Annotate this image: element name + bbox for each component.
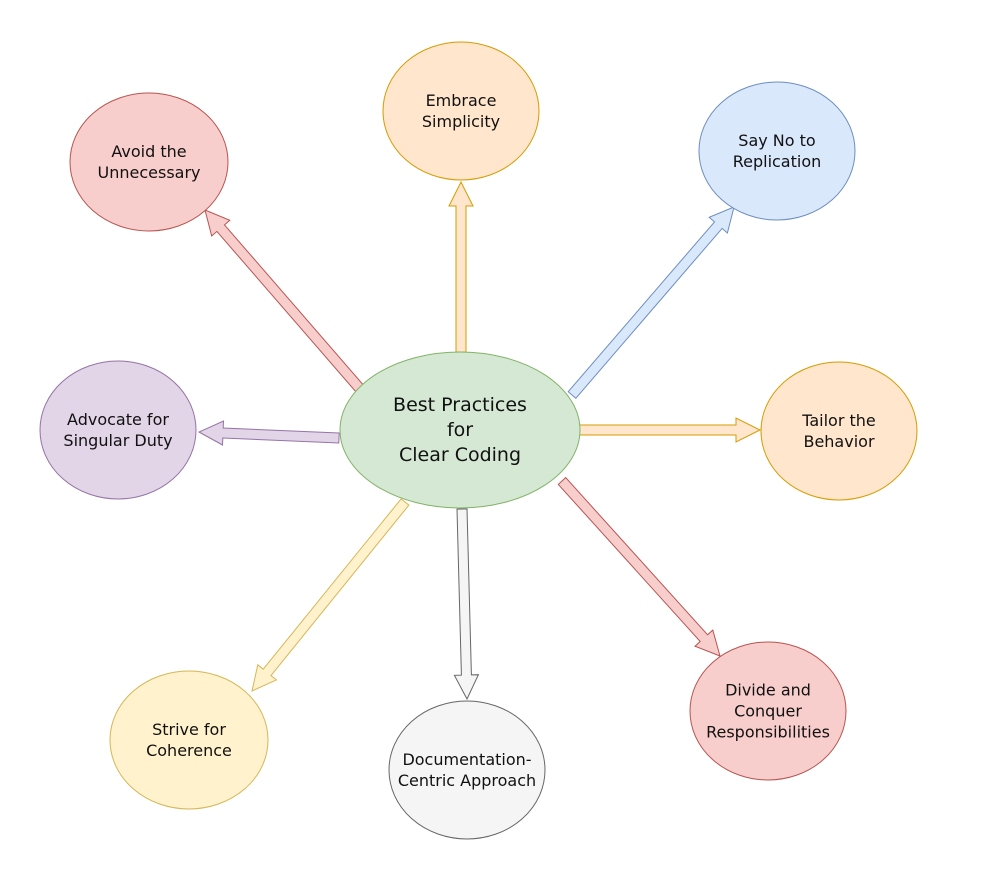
arrow-to-advocate-for-singular-duty <box>197 420 340 446</box>
arrow-to-avoid-the-unnecessary <box>204 209 366 395</box>
node-shape-avoid-the-unnecessary <box>69 92 229 232</box>
arrow-to-tailor-the-behavior <box>578 417 762 443</box>
node-shape-tailor-the-behavior <box>760 361 918 501</box>
node-label-strive-for-coherence-line-2: Coherence <box>146 741 232 760</box>
node-label-say-no-to-replication-line-1: Say No to <box>738 131 815 150</box>
arrows-layer <box>197 180 762 701</box>
arrow-to-embrace-simplicity <box>448 180 474 353</box>
node-shape-strive-for-coherence <box>109 670 269 810</box>
node-say-no-to-replication[interactable]: Say No to Replication <box>698 81 856 221</box>
arrow-to-say-no-to-replication <box>567 206 735 400</box>
node-label-avoid-the-unnecessary-line-2: Unnecessary <box>98 163 201 182</box>
node-label-tailor-the-behavior-line-2: Behavior <box>803 432 874 451</box>
arrow-to-strive-for-coherence <box>251 498 410 692</box>
node-shape-documentation-centric-approach <box>388 700 546 840</box>
node-label-documentation-centric-approach-line-1: Documentation- <box>402 750 531 769</box>
central-topic-shape <box>339 351 581 509</box>
node-shape-divide-and-conquer-responsibilities <box>689 641 847 781</box>
node-label-advocate-for-singular-duty-line-1: Advocate for <box>67 410 169 429</box>
arrow-to-documentation-centric-approach <box>453 508 480 701</box>
node-label-advocate-for-singular-duty-line-2: Singular Duty <box>63 431 172 450</box>
central-topic-label-line-2: for <box>447 419 473 441</box>
node-label-embrace-simplicity-line-1: Embrace <box>426 91 497 110</box>
central-topic-label-line-1: Best Practices <box>393 394 527 416</box>
node-label-divide-and-conquer-responsibilities-line-1: Divide and <box>725 681 811 700</box>
node-label-divide-and-conquer-responsibilities-line-3: Responsibilities <box>706 723 830 742</box>
arrow-to-divide-and-conquer-responsibilities <box>557 476 721 657</box>
node-label-embrace-simplicity-line-2: Simplicity <box>422 112 500 131</box>
node-label-avoid-the-unnecessary-line-1: Avoid the <box>111 142 186 161</box>
node-label-tailor-the-behavior-line-1: Tailor the <box>801 411 876 430</box>
nodes-layer: Avoid theUnnecessaryEmbraceSimplicitySay… <box>39 41 918 840</box>
node-shape-embrace-simplicity <box>382 41 540 181</box>
node-label-documentation-centric-approach-line-2: Centric Approach <box>398 771 536 790</box>
node-shape-advocate-for-singular-duty <box>39 360 197 500</box>
central-topic-label-line-3: Clear Coding <box>399 444 521 466</box>
node-label-say-no-to-replication-line-2: Replication <box>733 152 822 171</box>
node-label-divide-and-conquer-responsibilities-line-2: Conquer <box>734 702 802 721</box>
node-documentation-centric-approach[interactable]: Documentation- Centric Approach <box>388 700 546 840</box>
node-label-strive-for-coherence-line-1: Strive for <box>152 720 226 739</box>
node-shape-say-no-to-replication <box>698 81 856 221</box>
